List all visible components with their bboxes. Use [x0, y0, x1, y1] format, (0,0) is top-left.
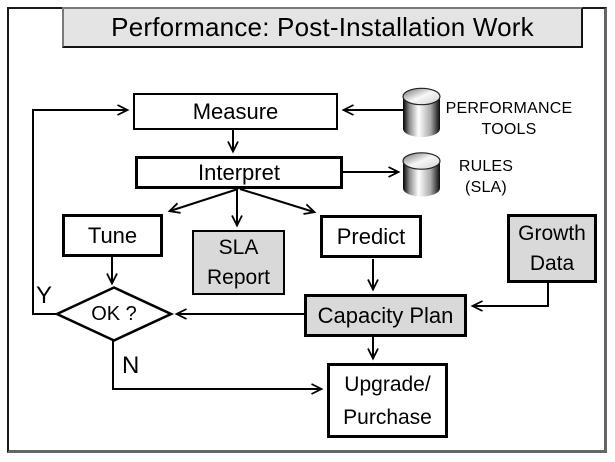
performance-tools-database-icon	[402, 87, 441, 137]
tune-node: Tune	[62, 214, 163, 257]
predict-node: Predict	[320, 215, 422, 258]
interpret-node: Interpret	[135, 156, 343, 189]
capacity-plan-label: Capacity Plan	[317, 302, 454, 328]
yes-branch-label: Y	[36, 282, 53, 309]
sla-report-label-line1: SLA	[218, 235, 259, 259]
rules-label: RULES (SLA)	[458, 158, 514, 196]
sla-report-label-line2: Report	[206, 265, 271, 289]
page-title: Performance: Post-Installation Work	[111, 12, 534, 42]
measure-node: Measure	[133, 93, 338, 130]
rules-database-icon	[402, 152, 441, 197]
growth-data-label-line1: Growth	[518, 221, 586, 245]
decision-label: OK ?	[91, 302, 137, 325]
measure-label: Measure	[192, 98, 279, 124]
title-bar: Performance: Post-Installation Work	[62, 7, 583, 48]
tune-label: Tune	[87, 222, 138, 248]
edge-yes-loop-to-measure	[32, 110, 127, 315]
interpret-label: Interpret	[198, 159, 280, 185]
predict-label: Predict	[336, 223, 406, 249]
edge-interpret-to-tune	[170, 188, 239, 211]
upgrade-label-line1: Upgrade/	[344, 372, 431, 396]
growth-data-node: Growth Data	[507, 214, 597, 283]
upgrade-label-line2: Purchase	[343, 405, 432, 429]
edge-no-to-upgrade	[112, 341, 321, 389]
performance-tools-label: PERFORMANCE TOOLS	[445, 100, 573, 138]
edge-interpret-to-predict	[239, 188, 314, 212]
capacity-plan-node: Capacity Plan	[304, 294, 467, 337]
sla-report-node: SLA Report	[192, 230, 285, 295]
edge-growth-data-to-capacity-plan	[473, 283, 549, 306]
no-branch-label: N	[122, 352, 140, 379]
ok-decision-diamond	[53, 286, 175, 342]
growth-data-label-line2: Data	[529, 251, 575, 275]
upgrade-purchase-node: Upgrade/ Purchase	[327, 363, 448, 438]
